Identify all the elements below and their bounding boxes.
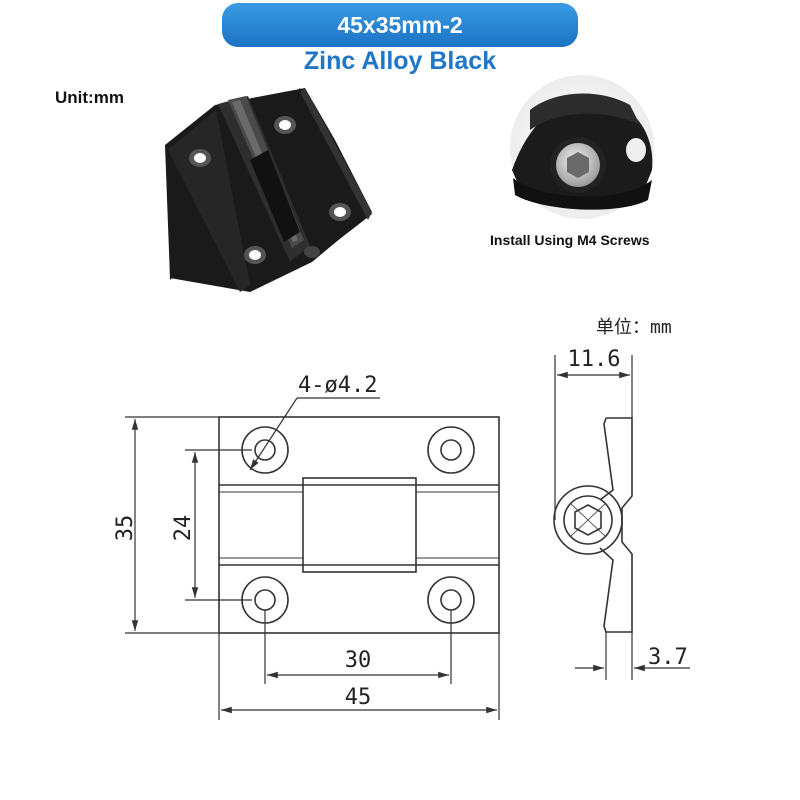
front-view-dimensions xyxy=(125,397,500,720)
dim-hole-spacing-horizontal: 30 xyxy=(345,648,372,673)
dim-plate-thickness: 3.7 xyxy=(648,645,688,670)
hinge-photo-hole-2 xyxy=(244,246,266,264)
mount-hole-top-right xyxy=(427,426,475,474)
front-view xyxy=(218,416,500,634)
dim-width-overall: 45 xyxy=(345,685,372,710)
dim-height-overall: 35 xyxy=(113,515,138,542)
unit-label-cn: 单位：mm xyxy=(596,317,672,338)
dim-side-depth: 11.6 xyxy=(568,347,621,372)
hole-callout: 4-ø4.2 xyxy=(298,373,377,398)
install-caption: Install Using M4 Screws xyxy=(490,232,650,248)
hinge-photo-hole-1 xyxy=(189,149,211,167)
side-view-dimensions xyxy=(554,355,690,680)
unit-label: Unit:mm xyxy=(55,88,124,107)
dim-hole-spacing-vertical: 24 xyxy=(171,515,196,542)
material-title: Zinc Alloy Black xyxy=(303,47,497,75)
screw-detail-photo xyxy=(510,75,654,219)
side-view xyxy=(553,417,633,633)
model-banner: 45x35mm-2 xyxy=(222,3,578,47)
hinge-photo-hole-4 xyxy=(329,203,351,221)
hinge-photo xyxy=(165,88,372,292)
hinge-photo-hole-3 xyxy=(274,116,296,134)
